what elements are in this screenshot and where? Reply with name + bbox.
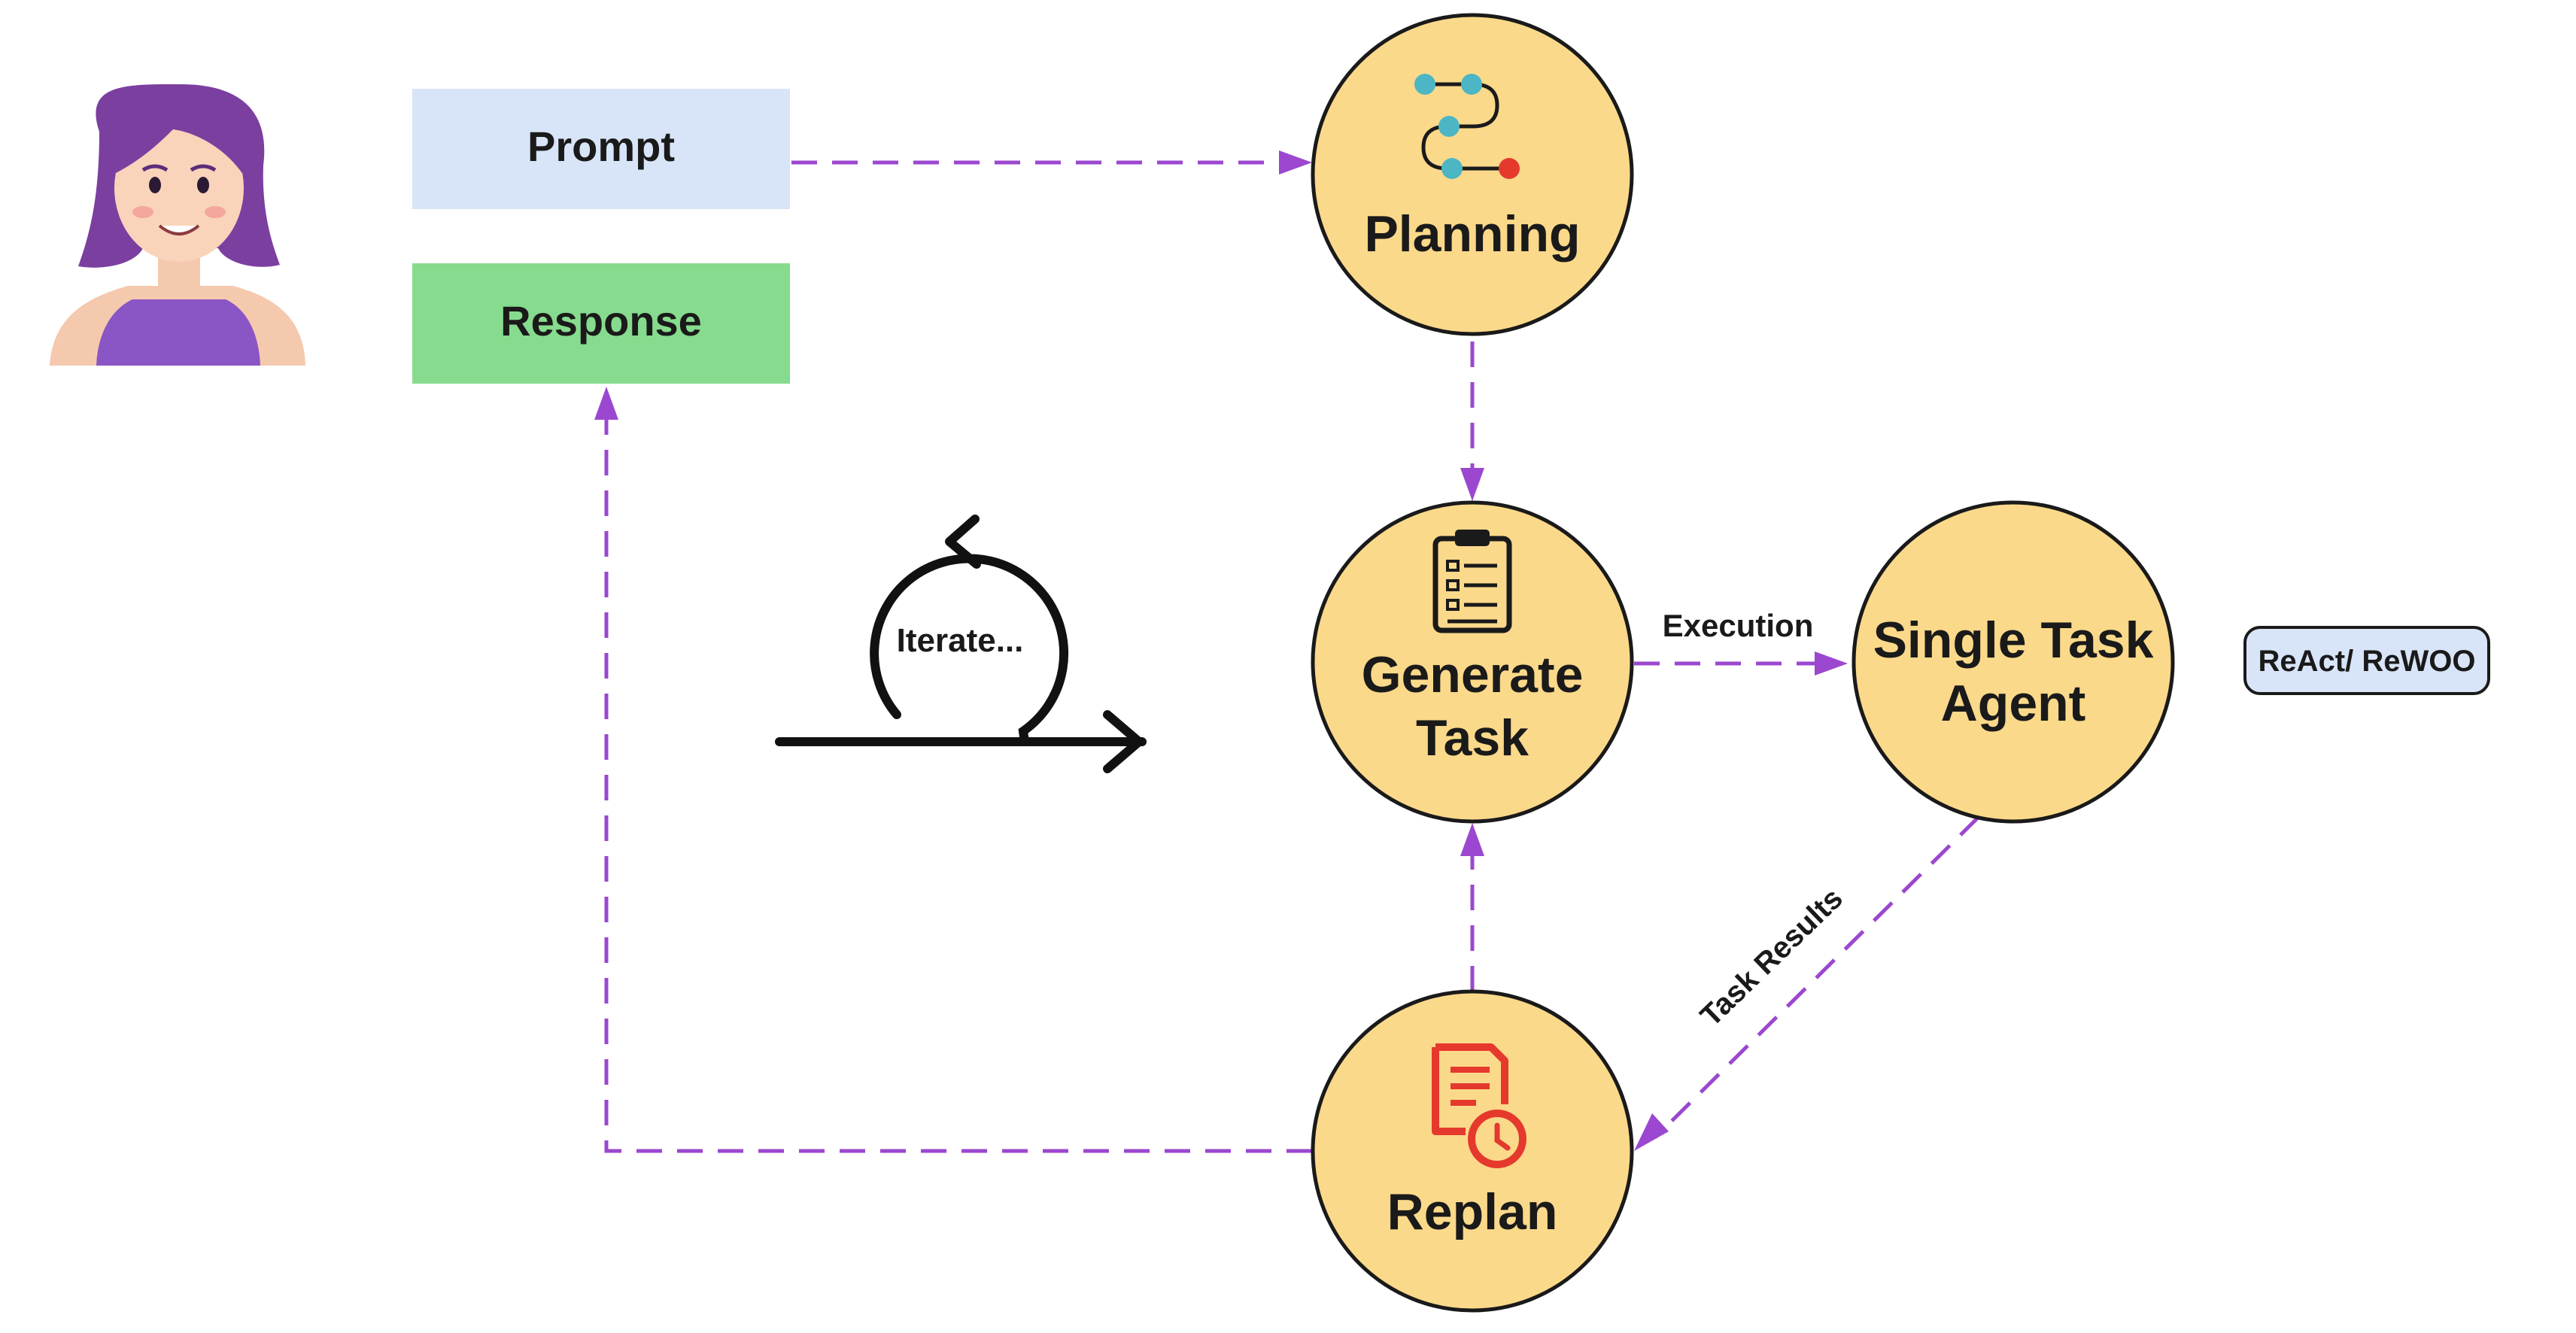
- single-task-agent-label-line1: Single Task: [1873, 612, 2154, 669]
- user-avatar-icon: [50, 84, 305, 366]
- response-box: Response: [412, 263, 790, 384]
- react-rewoo-badge: ReAct/ ReWOO: [2243, 626, 2490, 695]
- prompt-label: Prompt: [527, 123, 675, 170]
- generate-task-node: Generate Task: [1311, 500, 1634, 824]
- iterate-label: Iterate...: [897, 622, 1024, 659]
- generate-task-label-line2: Task: [1416, 709, 1529, 767]
- clipboard-checklist-icon: [1432, 530, 1512, 633]
- replan-label: Replan: [1387, 1183, 1558, 1240]
- edge-prompt-to-planning: [791, 150, 1312, 175]
- edge-planning-to-generate-task: [1460, 342, 1484, 501]
- single-task-agent-node: Single Task Agent: [1852, 500, 2175, 824]
- edge-replan-to-response: [594, 387, 1312, 1153]
- cycle-arrow-icon: [775, 515, 1147, 773]
- planning-label: Planning: [1364, 205, 1580, 263]
- prompt-box: Prompt: [412, 89, 790, 209]
- react-rewoo-label: ReAct/ ReWOO: [2259, 645, 2476, 678]
- response-label: Response: [500, 297, 702, 345]
- single-task-agent-label-line2: Agent: [1941, 675, 2086, 732]
- edge-replan-to-generate-task: [1460, 823, 1484, 991]
- execution-label: Execution: [1663, 608, 1814, 643]
- generate-task-label-line1: Generate: [1362, 646, 1584, 703]
- planning-node: Planning: [1311, 13, 1634, 336]
- edge-task-results: [1634, 815, 1980, 1151]
- replan-node: Replan: [1311, 989, 1634, 1313]
- document-clock-icon: [1432, 1043, 1526, 1168]
- edge-execution: [1634, 651, 1848, 676]
- task-results-label: Task Results: [1694, 882, 1849, 1033]
- route-steps-icon: [1414, 74, 1520, 179]
